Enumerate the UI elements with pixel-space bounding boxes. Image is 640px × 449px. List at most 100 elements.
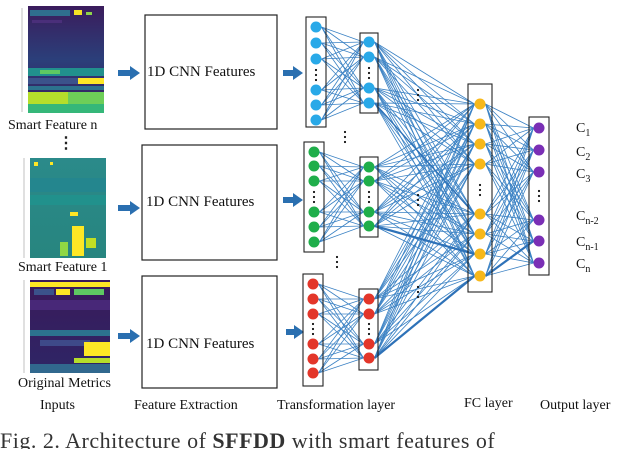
fc-node: [474, 270, 486, 282]
output-class-subscript: 3: [585, 173, 591, 185]
ellipsis-dot: [311, 327, 315, 331]
ellipsis-dot: [335, 260, 339, 264]
cnn-box: [141, 144, 278, 261]
cnn-boxes: [141, 14, 278, 389]
layer-column-box: [302, 273, 324, 387]
edge-line: [374, 41, 475, 105]
edge-line: [319, 166, 364, 228]
output-class-base: C: [576, 235, 586, 250]
edge-line: [374, 41, 475, 215]
edge-line: [374, 56, 475, 105]
caption-prefix: Fig. 2. Architecture of: [0, 428, 213, 449]
edge-line: [374, 123, 475, 315]
edge-line: [374, 103, 475, 168]
edge-line: [374, 103, 475, 300]
output-column-box: [528, 116, 550, 276]
edge-line: [318, 298, 364, 315]
neuron-node: [310, 114, 322, 126]
ellipsis-dot: [367, 327, 371, 331]
output-class-label: C1: [576, 122, 590, 139]
edge-line: [319, 151, 364, 168]
edge-line: [374, 180, 475, 255]
edge-line: [485, 123, 534, 129]
heatmap-smart-feature-1: [23, 158, 106, 258]
output-node: [533, 235, 545, 247]
layer-column-box: [359, 32, 379, 114]
layer-column-box: [358, 288, 379, 371]
caption-suffix: with smart features of: [285, 428, 496, 449]
edge-line: [374, 213, 475, 315]
neuron-node: [307, 293, 319, 305]
ellipsis-dot: [537, 199, 541, 203]
neuron-node: [363, 220, 375, 232]
cnn-box: [141, 275, 278, 389]
neuron-node: [308, 160, 320, 172]
ellipsis-dot: [478, 188, 482, 192]
edge-line: [321, 87, 364, 121]
edge-line: [321, 87, 364, 106]
edge-line: [374, 87, 475, 235]
neuron-node: [363, 51, 375, 63]
neuron-node: [308, 206, 320, 218]
heatmap-smart-feature-n: [21, 6, 104, 113]
ellipsis-dot: [416, 203, 420, 207]
ellipsis-dot: [416, 88, 420, 92]
emphasis-edge: [373, 275, 476, 359]
input-label-smart-feature-1: Smart Feature 1: [18, 260, 108, 275]
neuron-node: [310, 37, 322, 49]
arrow-icon: [283, 193, 303, 207]
neuron-node: [363, 175, 375, 187]
neuron-node: [308, 175, 320, 187]
ellipsis-dot: [335, 255, 339, 259]
edge-line: [321, 41, 364, 106]
edge-line: [374, 103, 475, 359]
edge-line: [374, 87, 475, 215]
edge-line: [374, 253, 475, 359]
edge-line: [374, 41, 475, 125]
edge-line: [374, 143, 475, 182]
edge-line: [374, 87, 475, 165]
output-node: [533, 166, 545, 178]
edge-line: [319, 166, 364, 243]
edge-line: [374, 163, 475, 227]
ellipsis-dot: [537, 194, 541, 198]
output-class-label: C2: [576, 146, 590, 163]
edge-line: [485, 262, 534, 277]
neuron-node: [308, 236, 320, 248]
edge-line: [485, 213, 534, 264]
ellipsis-dot: [367, 190, 371, 194]
edge-line: [485, 233, 534, 242]
edge-line: [318, 343, 364, 360]
edge-line: [321, 41, 364, 60]
output-class-base: C: [576, 209, 586, 224]
edge-line: [485, 127, 534, 215]
edge-line: [374, 123, 475, 227]
ellipsis-dot: [311, 322, 315, 326]
neuron-node: [363, 293, 375, 305]
edge-line: [319, 166, 364, 182]
edge-line: [485, 213, 534, 242]
edge-line: [374, 163, 475, 345]
edge-line: [318, 298, 364, 360]
neuron-node: [310, 21, 322, 33]
edge-line: [374, 213, 475, 300]
ellipsis-dot: [416, 295, 420, 299]
caption-bold: SFFDD: [212, 428, 286, 449]
neuron-node: [363, 36, 375, 48]
emphasis-edge: [373, 102, 476, 215]
edge-line: [374, 143, 475, 359]
figure-caption: Fig. 2. Architecture of SFFDD with smart…: [0, 430, 640, 449]
edge-line: [374, 143, 475, 227]
stage-label-inputs: Inputs: [40, 398, 75, 413]
edge-line: [485, 127, 534, 165]
edge-line: [485, 127, 534, 255]
cnn-box-label: 1D CNN Features: [147, 64, 256, 80]
edge-line: [321, 41, 364, 91]
edge-line: [485, 219, 534, 277]
neuron-node: [363, 161, 375, 173]
ellipsis-dot: [416, 198, 420, 202]
edge-line: [374, 166, 475, 255]
edge-line: [374, 103, 475, 315]
edge-line: [374, 102, 475, 105]
